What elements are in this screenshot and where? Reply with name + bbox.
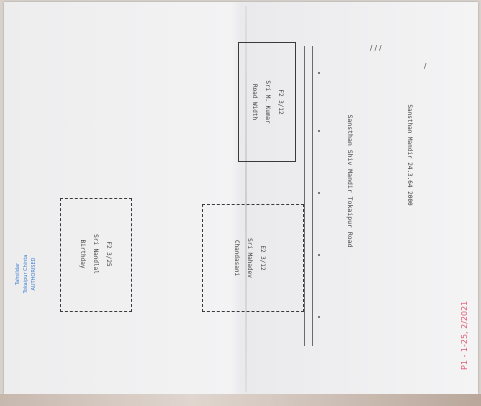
plot-label-middle: E2 3/12 Sri Mahadev Chandasani (229, 203, 269, 313)
plot-line: E2 3/12 (259, 245, 266, 271)
plot-line: Road Width (251, 83, 258, 121)
dot-mark (318, 316, 320, 318)
document-title: Sansthan Shiv Mandir Tokaipur Road (346, 114, 354, 248)
tick-mark: / / / (370, 44, 382, 52)
plot-box-left (60, 198, 132, 312)
background-surface (0, 394, 481, 406)
official-stamp: Tahsildar Tokaipur Chinta AUTHORISED (14, 246, 38, 302)
document-sheet: / / / / F2 3/12 Sri M. Kumar Road Width … (4, 2, 478, 394)
page-fold (245, 6, 247, 392)
plot-line: F2 3/25 (105, 241, 112, 267)
plot-line: F2 3/12 (277, 89, 284, 115)
stamp-line: Tahsildar (15, 262, 21, 286)
document-subtitle: Sansthan Mandir 24.3.64 2000 (406, 104, 413, 206)
tick-mark: / (424, 62, 427, 70)
plot-line: Chandasani (233, 239, 240, 277)
plot-box-top (238, 42, 296, 162)
plot-line: Sri Nandlal (92, 234, 99, 274)
plot-label-top: F2 3/12 Sri M. Kumar Road Width (247, 47, 287, 157)
boundary-line (304, 46, 305, 346)
red-annotation: P1 - 1-25, 2/2021 (460, 300, 469, 370)
plot-line: Birthday (79, 239, 86, 269)
dot-mark (318, 72, 320, 74)
stamp-line: Tokaipur Chinta (23, 254, 29, 294)
boundary-line (312, 46, 313, 346)
stamp-line: AUTHORISED (31, 257, 37, 291)
dot-mark (318, 192, 320, 194)
plot-line: Sri Mahadev (246, 238, 253, 278)
dot-mark (318, 130, 320, 132)
dot-mark (318, 254, 320, 256)
plot-box-middle (202, 204, 304, 312)
plot-line: Sri M. Kumar (264, 80, 271, 124)
plot-label-left: F2 3/25 Sri Nandlal Birthday (75, 199, 115, 309)
